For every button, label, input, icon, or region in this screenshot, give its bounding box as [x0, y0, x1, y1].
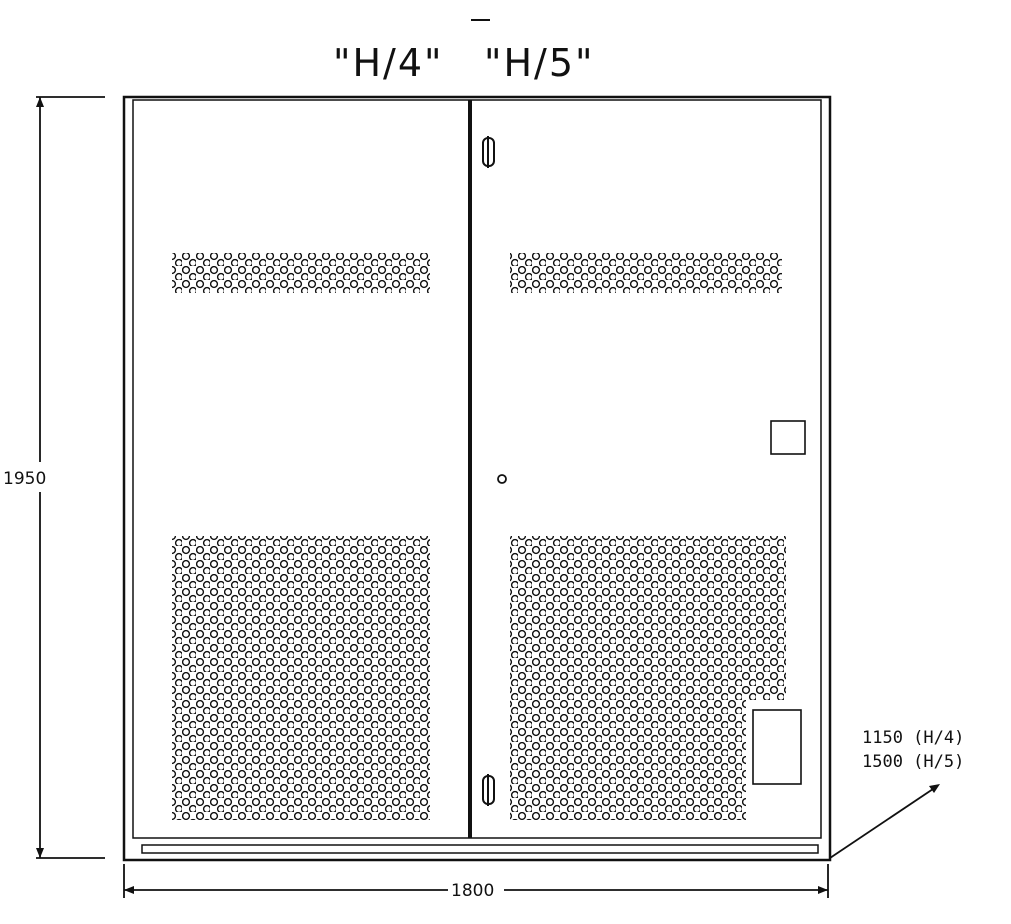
- left-door-upper-vent: [172, 253, 430, 293]
- depth-label-h5: 1500 (H/5): [862, 752, 964, 772]
- title-model-h4: "H/4": [333, 41, 444, 85]
- base-plinth: [141, 844, 819, 854]
- right-door-upper-vent: [510, 253, 782, 293]
- left-door-lower-vent: [172, 536, 430, 820]
- depth-label-h4: 1150 (H/4): [862, 728, 964, 748]
- upper-hinge-icon: [482, 136, 495, 168]
- right-door-lower-vent: [510, 536, 786, 820]
- depth-leader: [829, 784, 940, 859]
- control-panel-window: [752, 709, 802, 785]
- cabinet-inner-frame: [132, 99, 822, 839]
- door-lock-icon: [497, 474, 507, 484]
- width-dimension-label: 1800: [451, 881, 494, 901]
- width-dimension: [123, 864, 829, 898]
- cabinet-outer-frame: [122, 95, 832, 862]
- height-dimension: [36, 96, 105, 859]
- title-model-h5: "H/5": [484, 41, 595, 85]
- cabinet: [122, 95, 832, 862]
- indicator-panel: [770, 420, 806, 455]
- lower-hinge-icon: [482, 774, 495, 806]
- height-dimension-label: 1950: [3, 469, 46, 489]
